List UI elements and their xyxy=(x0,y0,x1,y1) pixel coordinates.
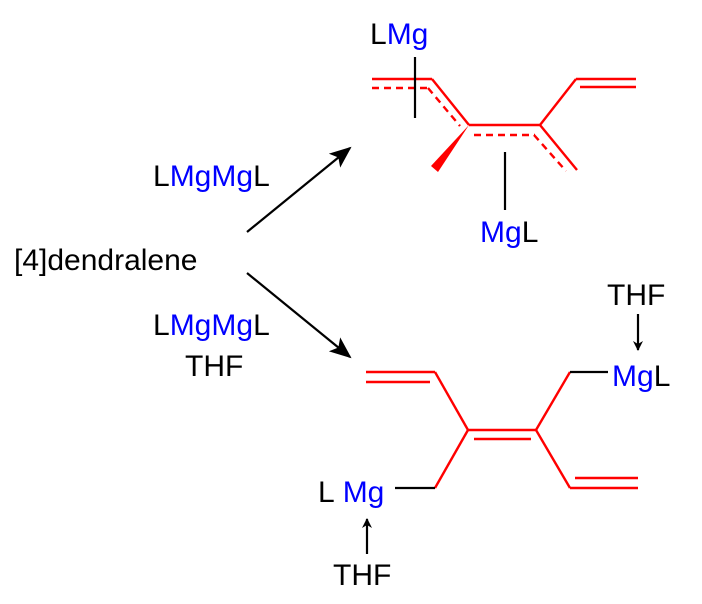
product-top-lmg-label: LMg xyxy=(370,18,428,51)
thf-ligand-label: THF xyxy=(333,559,391,592)
condition-bottom-solvent: THF xyxy=(185,350,243,383)
condition-bottom-reagent: LMgMgL xyxy=(153,309,270,342)
product-top-skeleton xyxy=(372,77,636,172)
product-bottom-mgl-label: MgL xyxy=(612,360,670,393)
reaction-arrow-bottom xyxy=(246,272,352,359)
product-top-mgl-label: MgL xyxy=(480,216,538,249)
product-bottom-skeleton xyxy=(366,370,638,490)
reaction-arrow-top xyxy=(246,146,352,233)
thf-ligand-label: THF xyxy=(607,279,665,312)
condition-top-reagent: LMgMgL xyxy=(153,160,270,193)
reactant-label: [4]dendralene xyxy=(14,244,198,277)
